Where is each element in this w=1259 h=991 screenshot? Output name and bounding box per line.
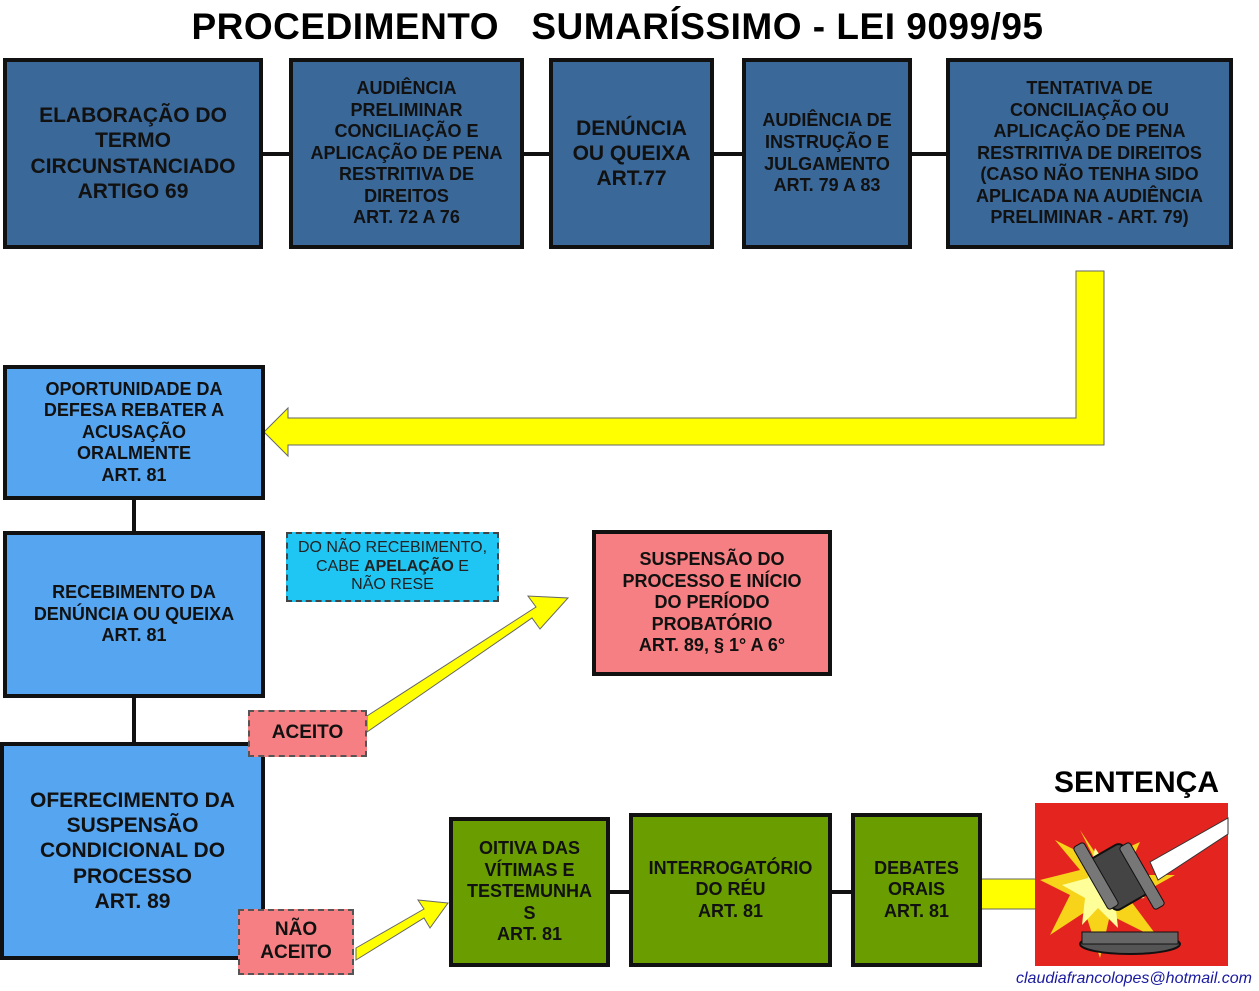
gavel-icon bbox=[1035, 803, 1229, 966]
flow-arrow-nao-aceito bbox=[355, 899, 449, 961]
flow-arrow-aceito bbox=[366, 595, 570, 733]
box-suspensao-processo: SUSPENSÃO DO PROCESSO E INÍCIO DO PERÍOD… bbox=[592, 530, 832, 676]
box-audiencia-preliminar: AUDIÊNCIA PRELIMINAR CONCILIAÇÃO E APLIC… bbox=[289, 58, 524, 249]
box-oferecimento-suspensao: OFERECIMENTO DA SUSPENSÃO CONDICIONAL DO… bbox=[0, 742, 265, 960]
box-tentativa-conciliacao: TENTATIVA DE CONCILIAÇÃO OU APLICAÇÃO DE… bbox=[946, 58, 1233, 249]
box-audiencia-instrucao: AUDIÊNCIA DE INSTRUÇÃO E JULGAMENTO ART.… bbox=[742, 58, 912, 249]
box-recebimento-denuncia: RECEBIMENTO DA DENÚNCIA OU QUEIXA ART. 8… bbox=[3, 531, 265, 698]
box-debates-orais: DEBATES ORAIS ART. 81 bbox=[851, 813, 982, 967]
tag-aceito: ACEITO bbox=[248, 710, 367, 757]
sentenca-label: SENTENÇA bbox=[1054, 766, 1220, 799]
note-text-after: E NÃO RESE bbox=[351, 557, 469, 594]
box-interrogatorio-reu: INTERROGATÓRIO DO RÉU ART. 81 bbox=[629, 813, 832, 967]
note-nao-recebimento: DO NÃO RECEBIMENTO, CABE APELAÇÃO E NÃO … bbox=[286, 532, 499, 602]
box-oportunidade-defesa: OPORTUNIDADE DA DEFESA REBATER A ACUSAÇÃ… bbox=[3, 365, 265, 500]
tag-nao-aceito: NÃO ACEITO bbox=[238, 909, 354, 975]
box-termo-circunstanciado: ELABORAÇÃO DO TERMO CIRCUNSTANCIADO ARTI… bbox=[3, 58, 263, 249]
box-denuncia-queixa: DENÚNCIA OU QUEIXA ART.77 bbox=[549, 58, 714, 249]
flow-arrow-return bbox=[263, 270, 1105, 458]
author-email: claudiafrancolopes@hotmail.com bbox=[1016, 970, 1252, 987]
page-title: PROCEDIMENTO SUMARÍSSIMO - LEI 9099/95 bbox=[191, 6, 1044, 47]
note-text-bold: APELAÇÃO bbox=[364, 557, 454, 575]
note-text-before: DO NÃO RECEBIMENTO, CABE bbox=[297, 539, 488, 575]
box-oitiva-vitimas: OITIVA DAS VÍTIMAS E TESTEMUNHA S ART. 8… bbox=[449, 817, 610, 967]
